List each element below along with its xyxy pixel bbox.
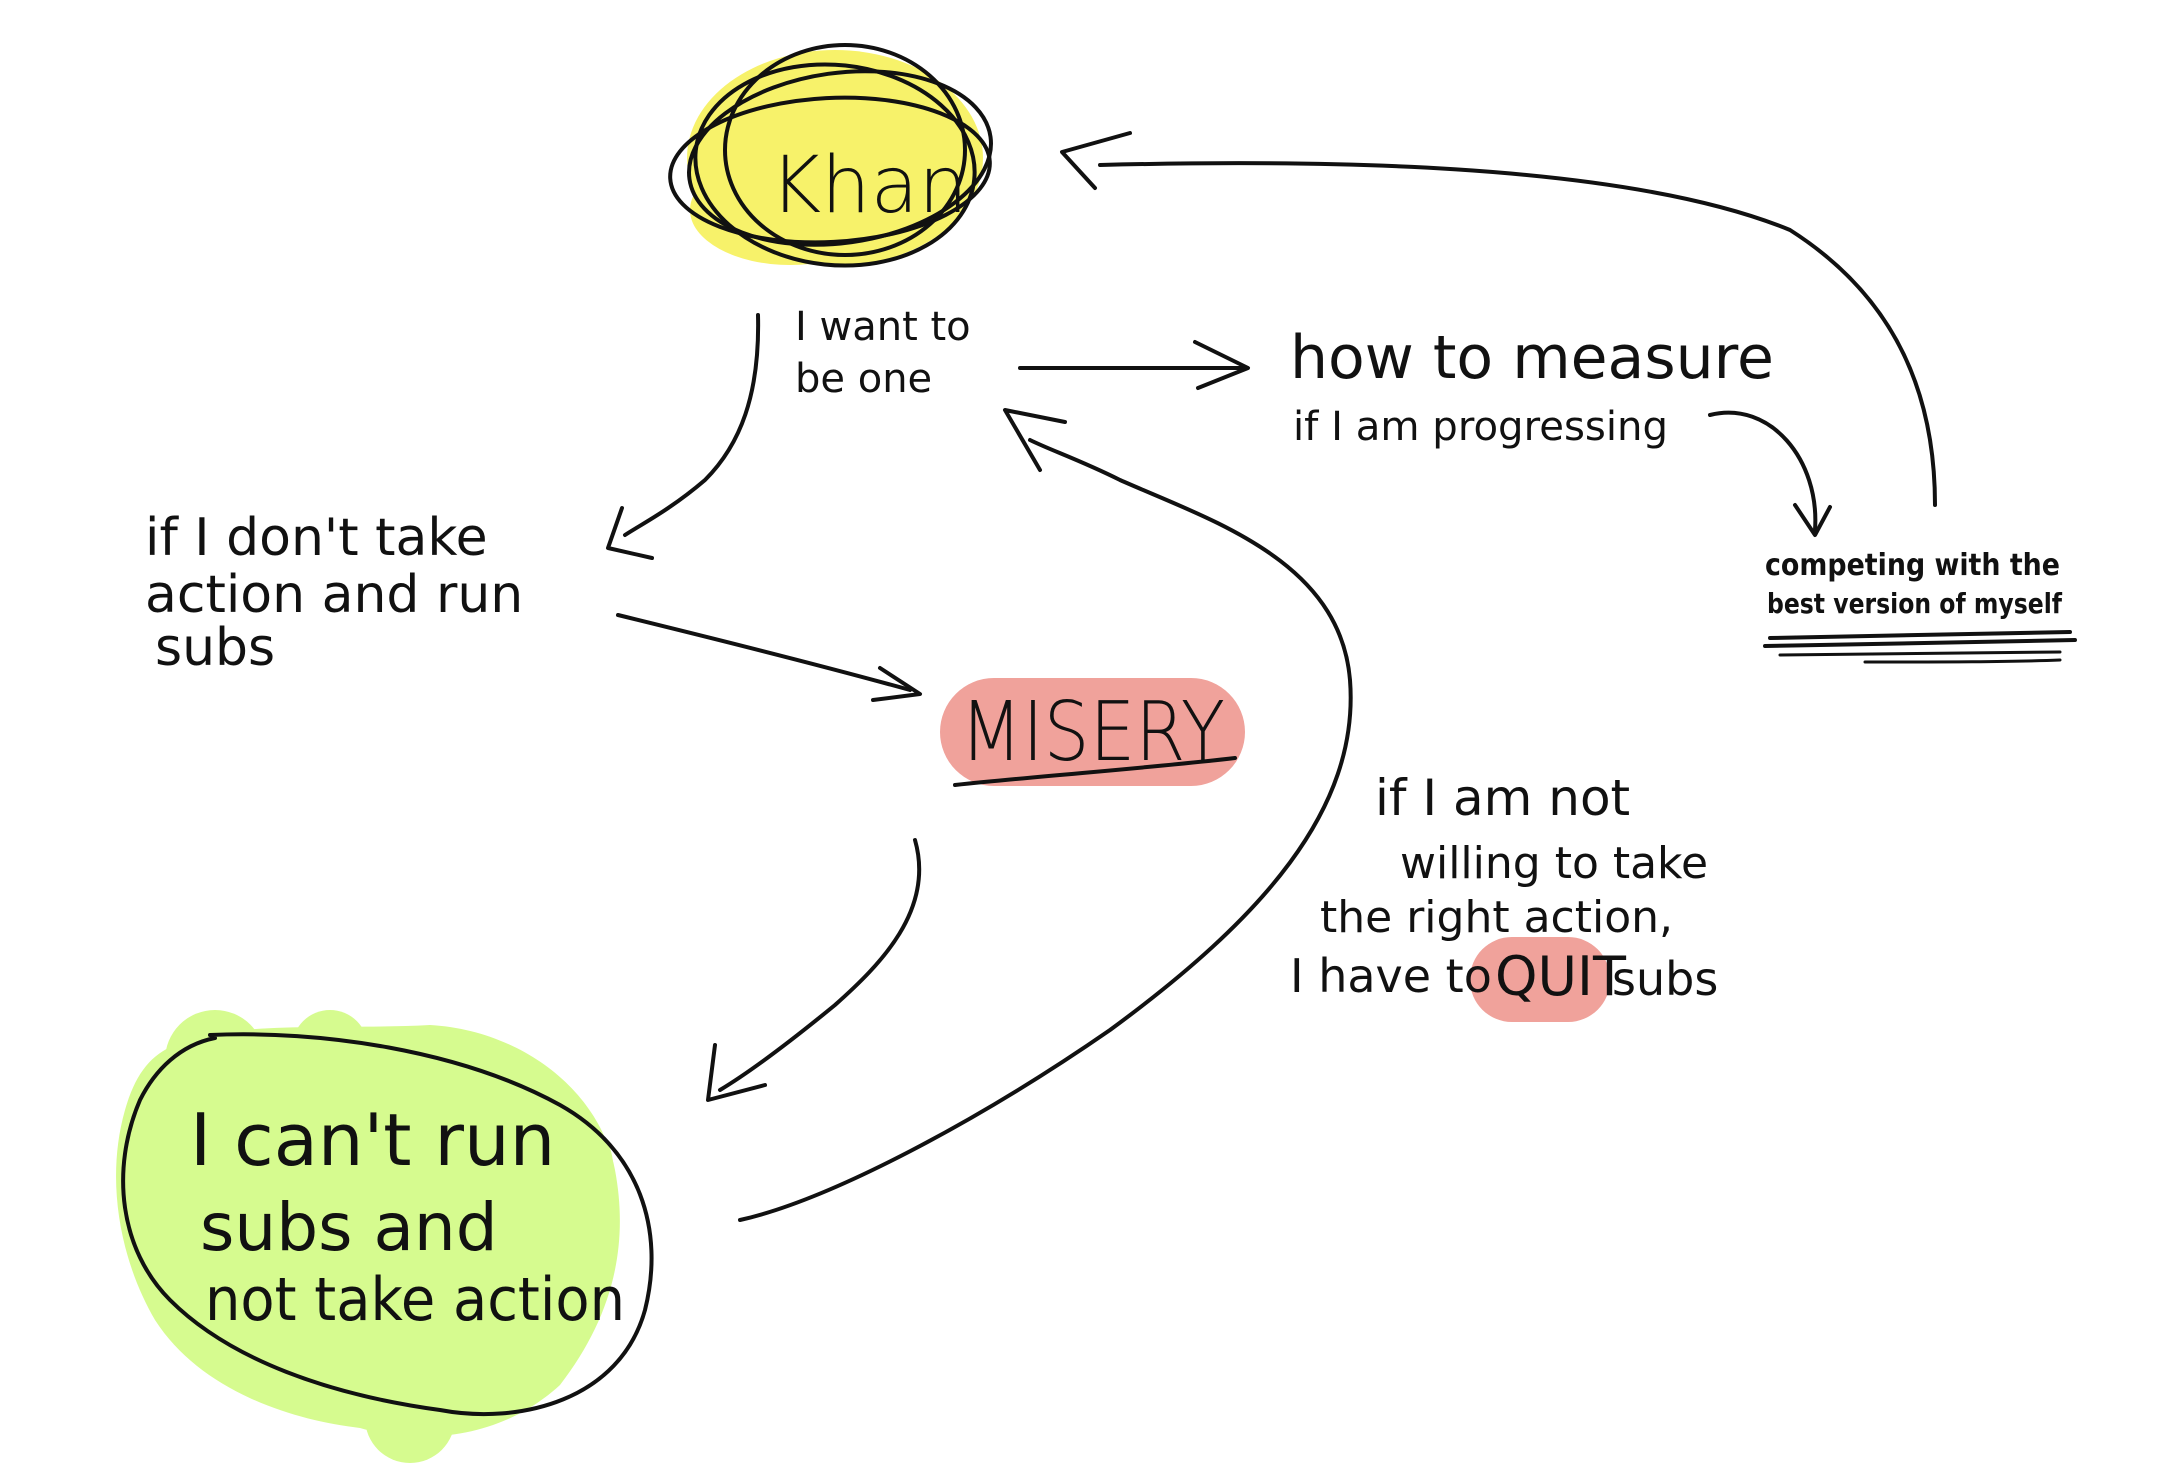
arrow-want-to-measure bbox=[1018, 340, 1250, 390]
khan-scribble bbox=[668, 43, 993, 268]
quit-highlight bbox=[1470, 937, 1610, 1022]
khan-label: Khan bbox=[770, 141, 968, 231]
competing-line-1: competing with the bbox=[1765, 548, 2060, 583]
arrow-khan-to-dont-take bbox=[606, 313, 761, 560]
misery-underline bbox=[953, 756, 1237, 787]
arrow-misery-to-cant-run bbox=[706, 838, 922, 1102]
want-line-1: I want to bbox=[795, 304, 971, 350]
subs-label: subs bbox=[1612, 952, 1718, 1006]
cant-run-outline bbox=[121, 1032, 654, 1417]
measure-label: how to measure bbox=[1290, 323, 1774, 393]
arrow-competing-to-khan bbox=[1060, 131, 1937, 507]
arrow-dont-take-to-misery bbox=[616, 613, 922, 702]
competing-underline bbox=[1763, 630, 2077, 664]
misery-label: MISERY bbox=[960, 685, 1225, 780]
dont-take-line-3: subs bbox=[155, 618, 275, 678]
dont-take-line-1: if I don't take bbox=[145, 508, 488, 568]
progressing-label: if I am progressing bbox=[1293, 404, 1668, 450]
misery-highlight bbox=[940, 678, 1245, 786]
cant-run-line-3: not take action bbox=[205, 1265, 625, 1335]
arrow-cant-run-to-want bbox=[738, 408, 1353, 1222]
cant-run-line-1: I can't run bbox=[190, 1098, 555, 1182]
competing-line-2: best version of myself bbox=[1767, 587, 2063, 620]
have-to-label: I have to bbox=[1290, 949, 1492, 1003]
arrow-progressing-to-competing bbox=[1708, 410, 1832, 537]
want-line-2: be one bbox=[795, 356, 932, 402]
cant-run-highlight bbox=[116, 1010, 620, 1463]
not-willing-line-1: if I am not bbox=[1375, 769, 1630, 827]
not-willing-line-3: the right action, bbox=[1320, 892, 1673, 943]
dont-take-line-2: action and run bbox=[145, 565, 523, 625]
quit-label: QUIT bbox=[1495, 945, 1627, 1008]
cant-run-line-2: subs and bbox=[200, 1189, 498, 1266]
not-willing-line-2: willing to take bbox=[1400, 838, 1708, 889]
